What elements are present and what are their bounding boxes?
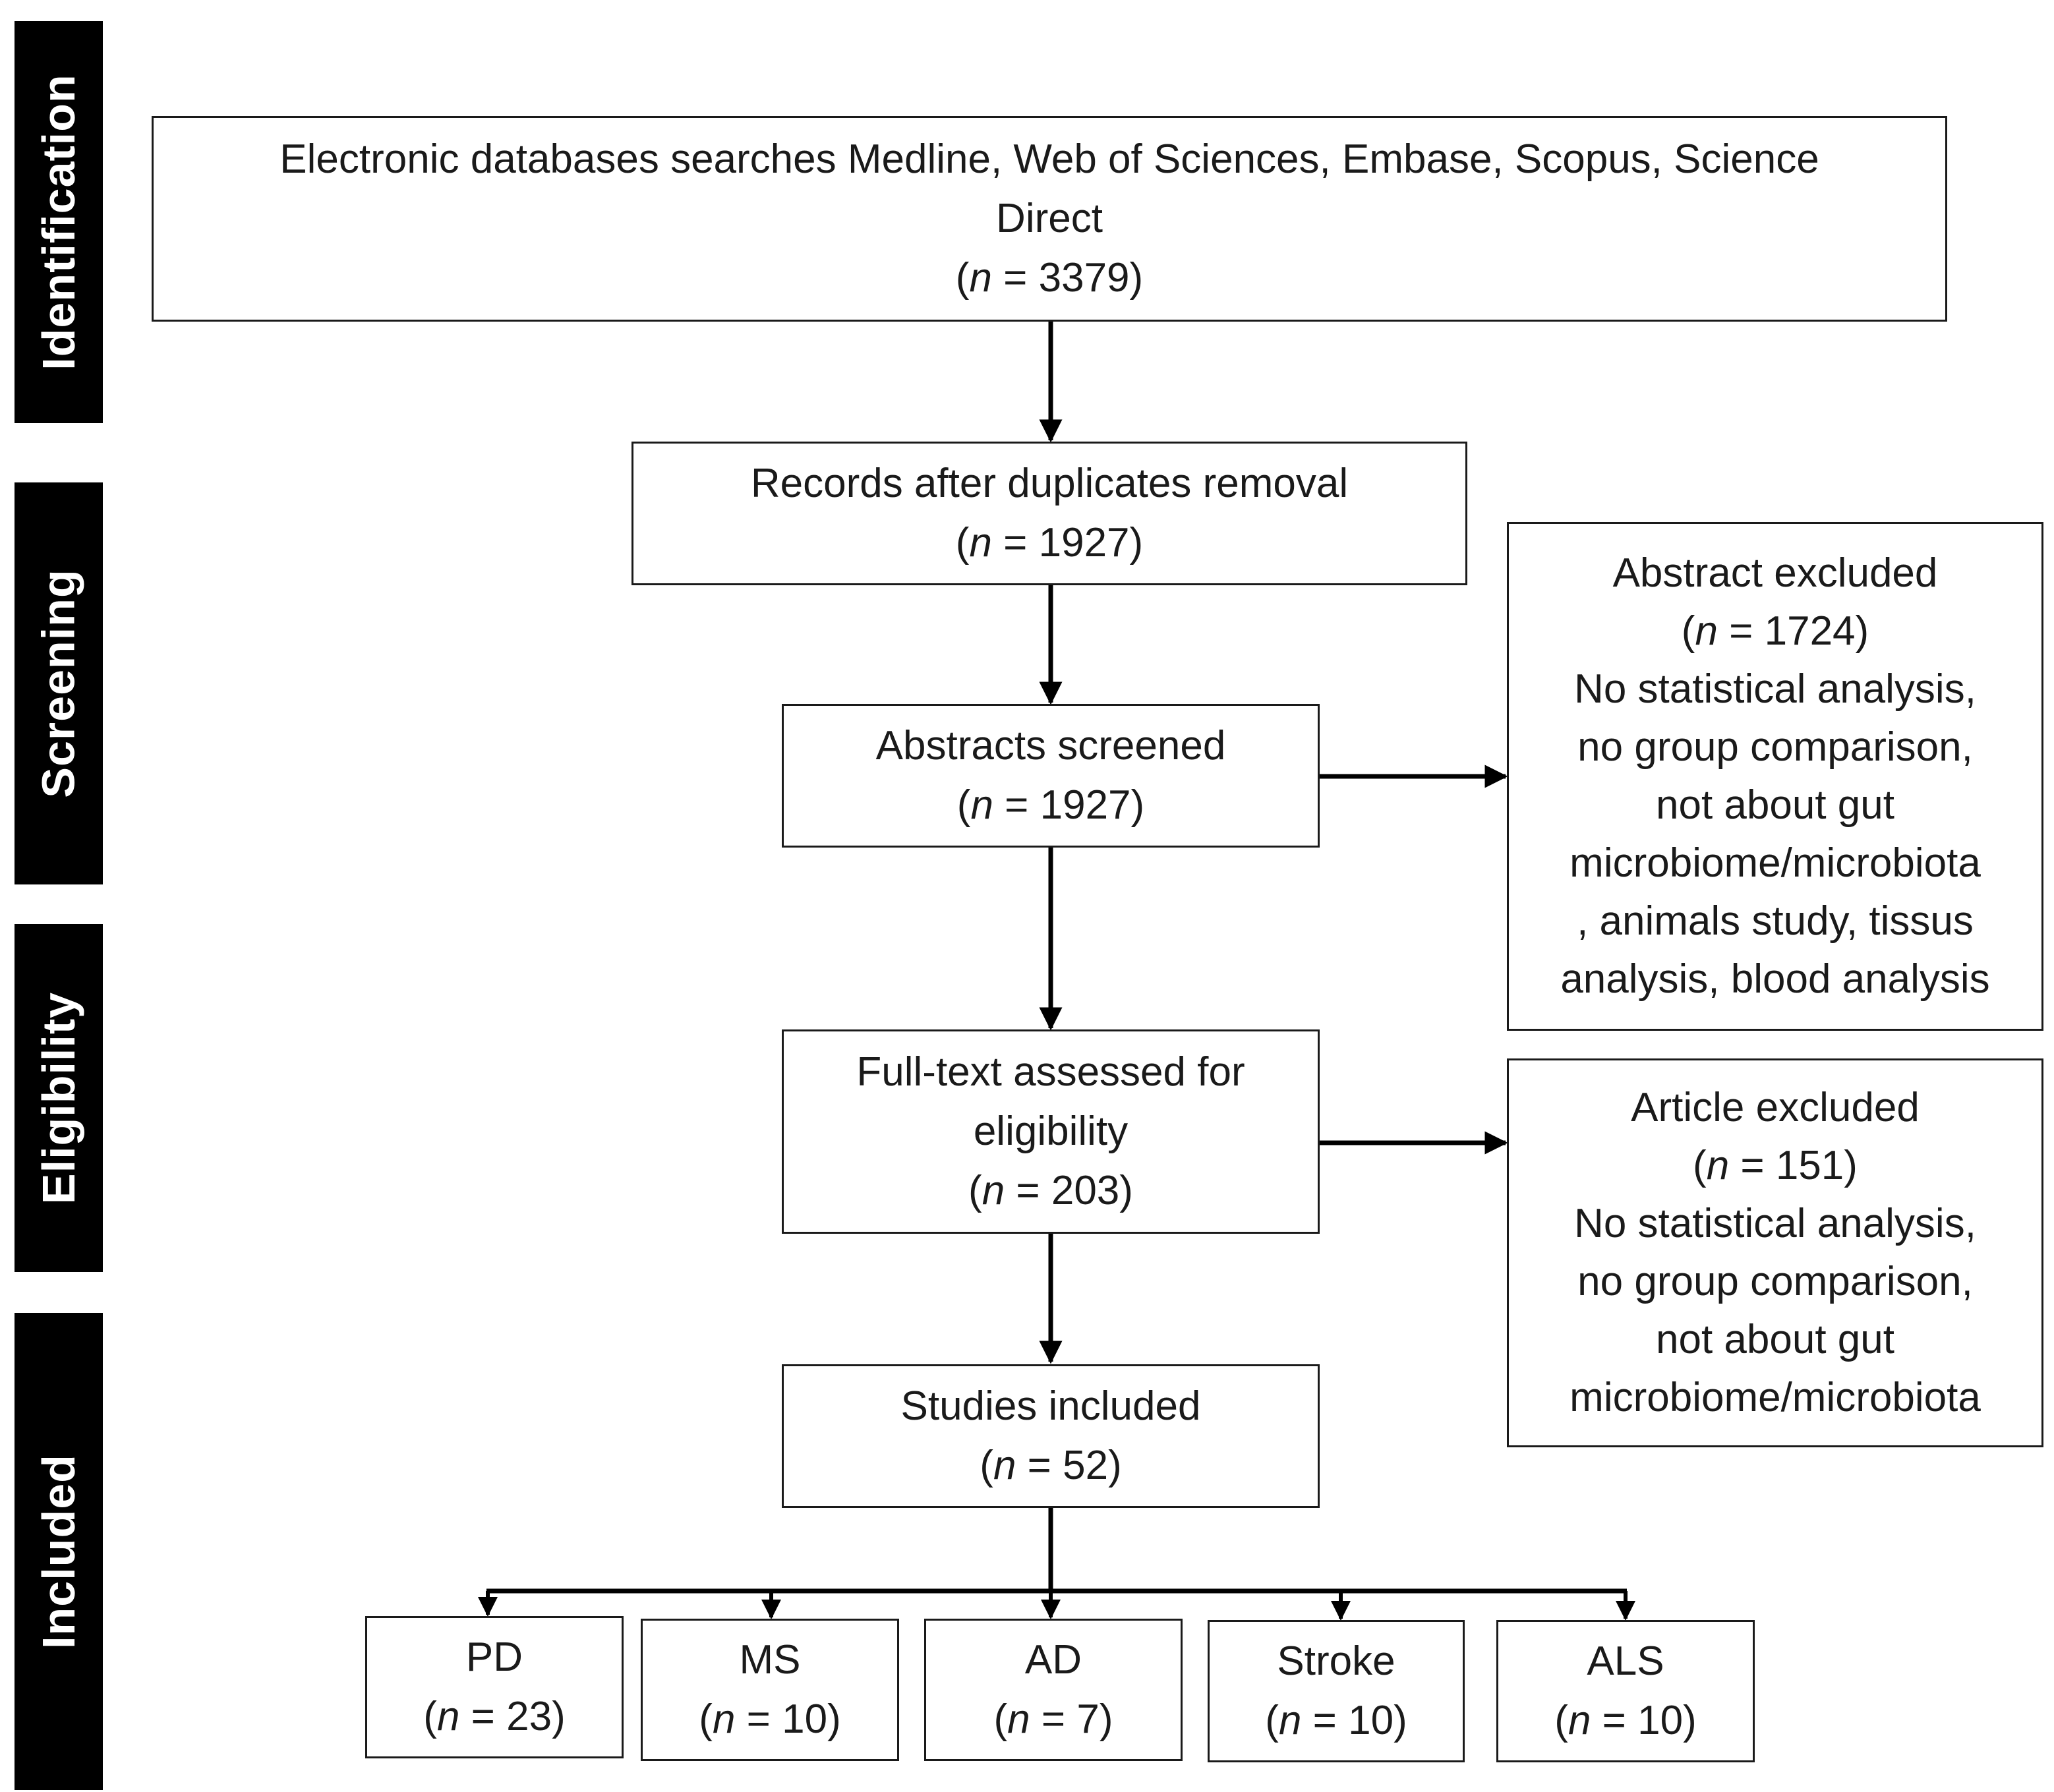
abstract-excluded-title: Abstract excluded (1612, 550, 1938, 596)
phase-label-included: Included (15, 1313, 103, 1790)
phase-label-screening-text: Screening (33, 569, 85, 798)
count-symbol: n (1706, 1143, 1730, 1188)
phase-label-identification: Identification (15, 21, 103, 423)
count-symbol: n (993, 1443, 1016, 1488)
article-excluded-title: Article excluded (1631, 1085, 1920, 1130)
article-excluded-reason-3: not about gut (1656, 1317, 1894, 1362)
count-value: 10 (1348, 1698, 1394, 1743)
full-text-box: Full-text assessed for eligibility (n = … (782, 1029, 1320, 1234)
abstract-excluded-reason-5: , animals study, tissus (1577, 898, 1974, 944)
count-symbol: n (712, 1696, 736, 1742)
group-box-ms: MS (n = 10) (641, 1619, 899, 1761)
group-label: AD (1024, 1637, 1082, 1683)
count-value: 1927 (1038, 520, 1130, 565)
group-count: (n = 10) (699, 1696, 841, 1742)
count-symbol: n (1695, 608, 1718, 654)
group-label: ALS (1587, 1638, 1664, 1684)
duplicates-removed-box: Records after duplicates removal (n = 19… (631, 442, 1467, 585)
group-count: (n = 7) (993, 1696, 1113, 1742)
group-label: MS (739, 1637, 801, 1683)
count-symbol: n (1568, 1698, 1591, 1743)
studies-included-box: Studies included (n = 52) (782, 1364, 1320, 1508)
phase-label-included-text: Included (33, 1454, 85, 1649)
count-symbol: n (969, 255, 992, 301)
full-text-line-2: eligibility (973, 1109, 1129, 1154)
identification-line-2: Direct (996, 196, 1103, 241)
studies-included-line-1: Studies included (900, 1383, 1201, 1429)
count-symbol: n (1278, 1698, 1302, 1743)
count-value: 7 (1076, 1696, 1100, 1742)
duplicates-removed-line-1: Records after duplicates removal (750, 461, 1349, 506)
abstract-excluded-reason-3: not about gut (1656, 782, 1894, 828)
identification-box: Electronic databases searches Medline, W… (152, 116, 1947, 322)
phase-label-eligibility-text: Eligibility (33, 991, 85, 1205)
group-box-pd: PD (n = 23) (365, 1616, 624, 1758)
group-count: (n = 10) (1265, 1698, 1407, 1743)
abstract-excluded-count: (n = 1724) (1681, 608, 1869, 654)
article-excluded-reason-2: no group comparison, (1577, 1259, 1973, 1304)
abstract-excluded-reason-2: no group comparison, (1577, 724, 1973, 770)
phase-label-eligibility: Eligibility (15, 924, 103, 1272)
count-symbol: n (436, 1694, 460, 1739)
group-box-stroke: Stroke (n = 10) (1208, 1620, 1465, 1762)
article-excluded-box: Article excluded (n = 151) No statistica… (1507, 1058, 2043, 1447)
article-excluded-reason-4: microbiome/microbiota (1570, 1375, 1981, 1420)
studies-included-count: (n = 52) (980, 1443, 1122, 1488)
abstract-excluded-box: Abstract excluded (n = 1724) No statisti… (1507, 522, 2043, 1031)
count-value: 1724 (1764, 608, 1856, 654)
count-value: 3379 (1038, 255, 1130, 301)
count-symbol: n (970, 782, 993, 828)
identification-line-1: Electronic databases searches Medline, W… (279, 136, 1819, 182)
group-count: (n = 23) (423, 1694, 566, 1739)
article-excluded-count: (n = 151) (1693, 1143, 1858, 1188)
count-symbol: n (982, 1168, 1005, 1213)
phase-label-identification-text: Identification (33, 74, 84, 370)
full-text-line-1: Full-text assessed for (856, 1049, 1245, 1095)
group-label: Stroke (1277, 1638, 1395, 1684)
count-value: 23 (506, 1694, 552, 1739)
abstracts-screened-count: (n = 1927) (956, 782, 1145, 828)
abstract-excluded-reason-1: No statistical analysis, (1574, 666, 1976, 712)
count-value: 10 (782, 1696, 828, 1742)
count-value: 203 (1051, 1168, 1120, 1213)
identification-count: (n = 3379) (955, 255, 1144, 301)
full-text-count: (n = 203) (968, 1168, 1133, 1213)
duplicates-removed-count: (n = 1927) (955, 520, 1144, 565)
phase-label-screening: Screening (15, 482, 103, 884)
count-symbol: n (1007, 1696, 1030, 1742)
group-box-als: ALS (n = 10) (1496, 1620, 1755, 1762)
count-value: 10 (1637, 1698, 1684, 1743)
group-label: PD (465, 1634, 523, 1680)
abstracts-screened-line-1: Abstracts screened (875, 723, 1226, 768)
abstract-excluded-reason-4: microbiome/microbiota (1570, 840, 1981, 886)
count-value: 1927 (1040, 782, 1131, 828)
count-value: 151 (1775, 1143, 1844, 1188)
abstracts-screened-box: Abstracts screened (n = 1927) (782, 704, 1320, 848)
article-excluded-reason-1: No statistical analysis, (1574, 1201, 1976, 1246)
group-count: (n = 10) (1554, 1698, 1697, 1743)
count-symbol: n (969, 520, 992, 565)
abstract-excluded-reason-6: analysis, blood analysis (1560, 956, 1990, 1002)
group-box-ad: AD (n = 7) (924, 1619, 1183, 1761)
count-value: 52 (1063, 1443, 1109, 1488)
